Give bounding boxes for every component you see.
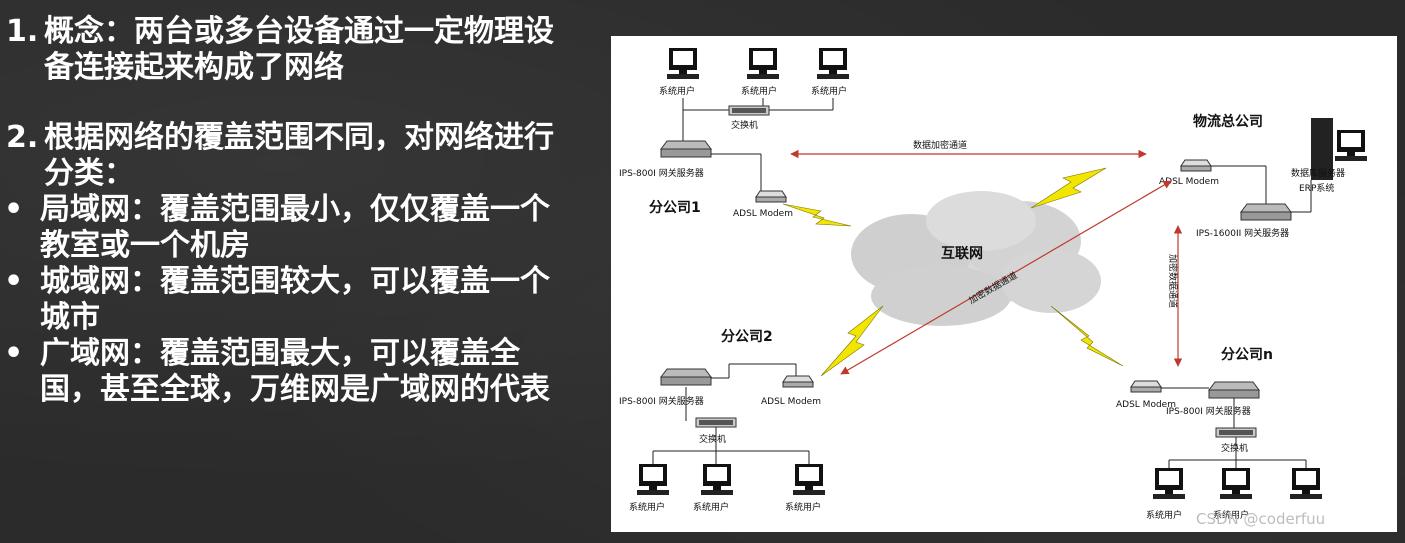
item-number: 1. (6, 14, 38, 50)
computer-icon (1290, 468, 1322, 499)
erp-label: ERP系统 (1299, 182, 1334, 194)
computer-icon (1153, 468, 1185, 499)
computer-icon (667, 48, 699, 79)
bullet-dot: • (4, 192, 23, 228)
classification-item: 2. 根据网络的覆盖范围不同，对网络进行分类： (0, 120, 600, 192)
lightning-icon (821, 306, 883, 376)
switch-icon (1216, 428, 1256, 437)
branch2: 分公司2 IPS-800I 网关服务器 ADSL Modem 交换机 系统用户 … (619, 329, 825, 513)
modem-label: ADSL Modem (1159, 177, 1219, 187)
gateway-label: IPS-800I 网关服务器 (619, 395, 704, 407)
gateway-label: IPS-800I 网关服务器 (619, 167, 704, 179)
computer-icon (637, 464, 669, 495)
modem-label: ADSL Modem (733, 209, 793, 219)
branch2-label: 分公司2 (721, 329, 773, 345)
branchn-label: 分公司n (1221, 347, 1273, 363)
gateway-label: IPS-1600II 网关服务器 (1196, 227, 1289, 239)
gateway-icon (1241, 204, 1291, 220)
switch-icon (729, 106, 769, 115)
computer-icon (701, 464, 733, 495)
gateway-icon (1209, 382, 1259, 398)
gateway-icon (661, 141, 711, 157)
item-number: 2. (6, 120, 38, 156)
bullet-lan: • 局域网：覆盖范围最小，仅仅覆盖一个教室或一个机房 (0, 192, 600, 264)
network-diagram-svg: 互联网 系统用户 系统用户 系统用户 交换机 IPS-800I 网关服务器 AD… (611, 36, 1397, 532)
concept-definition: 概念：两台或多台设备通过一定物理设备连接起来构成了网络 (44, 14, 554, 86)
user-label: 系统用户 (785, 501, 821, 513)
computer-icon (817, 48, 849, 79)
bullet-man: • 城域网：覆盖范围较大，可以覆盖一个城市 (0, 264, 600, 336)
modem-icon (1131, 381, 1161, 392)
modem-label: ADSL Modem (761, 397, 821, 407)
headquarters: 物流总公司 数据库服务器 ERP系统 ADSL Modem IPS-1600II… (1159, 113, 1367, 239)
computer-icon (1220, 468, 1252, 499)
gateway-icon (661, 369, 711, 385)
lightning-icon (1031, 168, 1106, 208)
lightning-icon (1051, 306, 1123, 366)
switch-label: 交换机 (731, 119, 758, 131)
internet-label: 互联网 (941, 246, 983, 262)
gateway-label: IPS-800I 网关服务器 (1166, 405, 1251, 417)
bullet-text: 广域网：覆盖范围最大，可以覆盖全国，甚至全球，万维网是广域网的代表 (40, 336, 552, 408)
computer-icon (747, 48, 779, 79)
branch1-users: 系统用户 系统用户 系统用户 交换机 IPS-800I 网关服务器 ADSL M… (619, 48, 849, 219)
db-server-label: 数据库服务器 (1291, 167, 1345, 179)
switch-label: 交换机 (1221, 442, 1248, 454)
lightning-icon (783, 204, 851, 226)
modem-icon (783, 376, 813, 387)
user-label: 系统用户 (741, 85, 777, 97)
user-label: 系统用户 (811, 85, 847, 97)
network-diagram: 互联网 系统用户 系统用户 系统用户 交换机 IPS-800I 网关服务器 AD… (611, 36, 1397, 532)
user-label: 系统用户 (693, 501, 729, 513)
bullet-dot: • (4, 336, 23, 372)
concept-text-panel: 1. 概念：两台或多台设备通过一定物理设备连接起来构成了网络 2. 根据网络的覆… (0, 14, 600, 408)
bullet-wan: • 广域网：覆盖范围最大，可以覆盖全国，甚至全球，万维网是广域网的代表 (0, 336, 600, 408)
hq-label: 物流总公司 (1193, 113, 1263, 130)
modem-icon (1181, 160, 1211, 171)
bullet-text: 局域网：覆盖范围最小，仅仅覆盖一个教室或一个机房 (40, 192, 552, 264)
tunnel-label-top: 数据加密通道 (913, 139, 967, 151)
computer-icon (793, 464, 825, 495)
watermark-text: CSDN @coderfuu (1196, 510, 1325, 528)
concept-item: 1. 概念：两台或多台设备通过一定物理设备连接起来构成了网络 (0, 14, 600, 86)
branch-n: 分公司n ADSL Modem IPS-800I 网关服务器 交换机 系统用户 … (1116, 347, 1322, 521)
tunnel-label-right: 加密数据通道 (1167, 254, 1179, 308)
user-label: 系统用户 (659, 85, 695, 97)
switch-label: 交换机 (699, 433, 726, 445)
branch1-label: 分公司1 (649, 200, 701, 216)
computer-icon (1335, 130, 1367, 161)
classification-intro: 根据网络的覆盖范围不同，对网络进行分类： (44, 120, 554, 192)
modem-icon (756, 191, 786, 202)
switch-icon (696, 418, 736, 427)
bullet-dot: • (4, 264, 23, 300)
bullet-text: 城域网：覆盖范围较大，可以覆盖一个城市 (40, 264, 552, 336)
user-label: 系统用户 (629, 501, 665, 513)
user-label: 系统用户 (1146, 509, 1182, 521)
